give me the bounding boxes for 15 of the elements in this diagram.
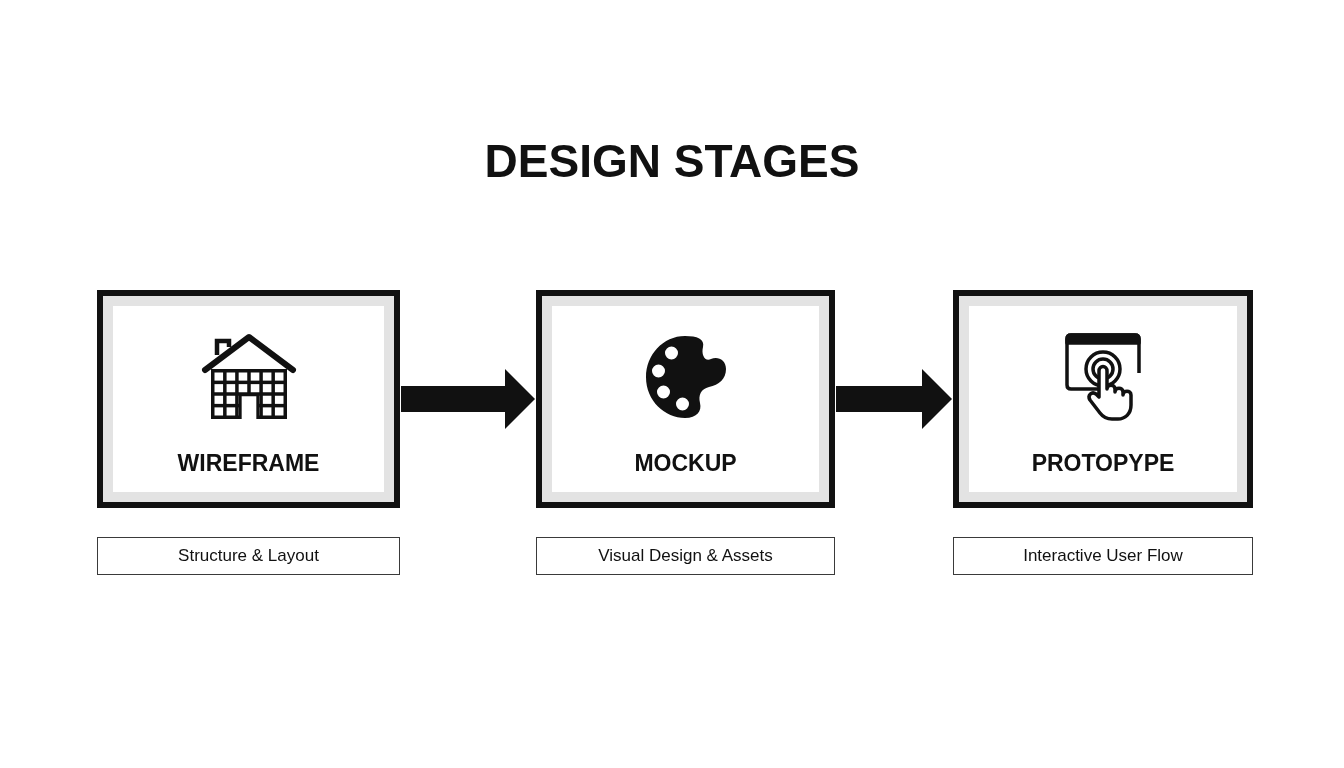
stage-description: Visual Design & Assets xyxy=(598,545,773,567)
block-arrow xyxy=(401,369,535,429)
stage-label: PROTOPYPE xyxy=(1031,449,1175,477)
stage-label: WIREFRAME xyxy=(177,449,320,477)
caption-box xyxy=(97,537,400,575)
stage-label: MOCKUP xyxy=(634,449,737,477)
stage-description: Interactive User Flow xyxy=(1023,545,1183,567)
stage-box xyxy=(953,290,1253,508)
block-arrow xyxy=(836,369,952,429)
stage-box xyxy=(536,290,835,508)
stage-description: Structure & Layout xyxy=(178,545,319,567)
title: DESIGN STAGES xyxy=(484,136,860,186)
caption-box xyxy=(536,537,835,575)
caption-box xyxy=(953,537,1253,575)
stage-box xyxy=(97,290,400,508)
